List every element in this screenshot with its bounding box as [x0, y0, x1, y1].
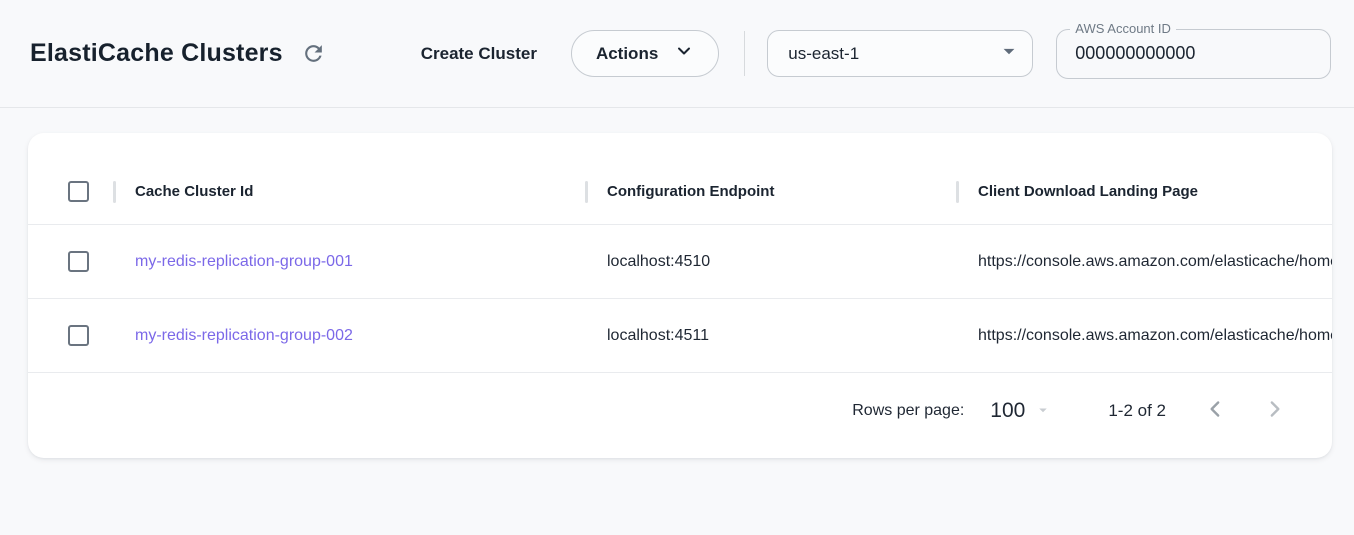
select-all-checkbox[interactable] — [68, 181, 89, 202]
vertical-divider — [744, 31, 746, 76]
account-id-input[interactable] — [1057, 43, 1331, 64]
column-separator — [585, 180, 588, 203]
column-header-cache-cluster-id: Cache Cluster Id — [113, 159, 585, 224]
configuration-endpoint-cell: localhost:4511 — [607, 326, 709, 344]
row-checkbox[interactable] — [68, 251, 89, 272]
rows-per-page-label: Rows per page: — [852, 401, 965, 419]
rows-per-page-select[interactable]: 100 — [990, 399, 1052, 423]
column-header-client-download-landing-page: Client Download Landing Page — [956, 159, 1332, 224]
landing-page-cell: https://console.aws.amazon.com/elasticac… — [978, 326, 1332, 344]
table-row: my-redis-replication-group-001 localhost… — [28, 224, 1332, 298]
column-header-label: Client Download Landing Page — [978, 183, 1199, 200]
previous-page-button[interactable] — [1202, 397, 1230, 425]
actions-button[interactable]: Actions — [570, 30, 720, 77]
configuration-endpoint-cell: localhost:4510 — [607, 252, 711, 270]
clusters-card: Cache Cluster Id Configuration Endpoint … — [28, 133, 1332, 458]
refresh-button[interactable] — [299, 39, 329, 69]
column-separator — [956, 180, 959, 203]
chevron-left-icon — [1203, 396, 1229, 425]
row-checkbox[interactable] — [68, 325, 89, 346]
column-header-label: Cache Cluster Id — [135, 183, 254, 200]
actions-button-label: Actions — [595, 43, 659, 63]
page-title: ElastiCache Clusters — [30, 39, 283, 67]
rows-per-page-value: 100 — [990, 398, 1026, 422]
column-separator — [113, 180, 116, 203]
create-cluster-button[interactable]: Create Cluster — [409, 36, 549, 72]
chevron-down-icon — [674, 41, 694, 66]
cluster-id-link[interactable]: my-redis-replication-group-001 — [135, 252, 353, 270]
column-header-configuration-endpoint: Configuration Endpoint — [585, 159, 956, 224]
table-header-row: Cache Cluster Id Configuration Endpoint … — [28, 133, 1332, 224]
table-row: my-redis-replication-group-002 localhost… — [28, 298, 1332, 372]
column-header-label: Configuration Endpoint — [607, 183, 775, 200]
region-select[interactable]: us-east-1 — [767, 30, 1034, 77]
account-id-field[interactable]: AWS Account ID — [1056, 20, 1332, 79]
page-header: ElastiCache Clusters Create Cluster Acti… — [0, 0, 1354, 108]
next-page-button[interactable] — [1260, 397, 1288, 425]
landing-page-cell: https://console.aws.amazon.com/elasticac… — [978, 252, 1332, 270]
cluster-id-link[interactable]: my-redis-replication-group-002 — [135, 326, 353, 344]
arrow-drop-down-icon — [1034, 401, 1052, 423]
pagination-range: 1-2 of 2 — [1108, 400, 1166, 420]
table-pagination: Rows per page: 100 1-2 of 2 — [28, 372, 1332, 458]
region-select-value: us-east-1 — [788, 43, 860, 63]
arrow-drop-down-icon — [996, 38, 1022, 69]
account-id-label: AWS Account ID — [1070, 20, 1176, 36]
chevron-right-icon — [1261, 396, 1287, 425]
refresh-icon — [301, 41, 326, 66]
